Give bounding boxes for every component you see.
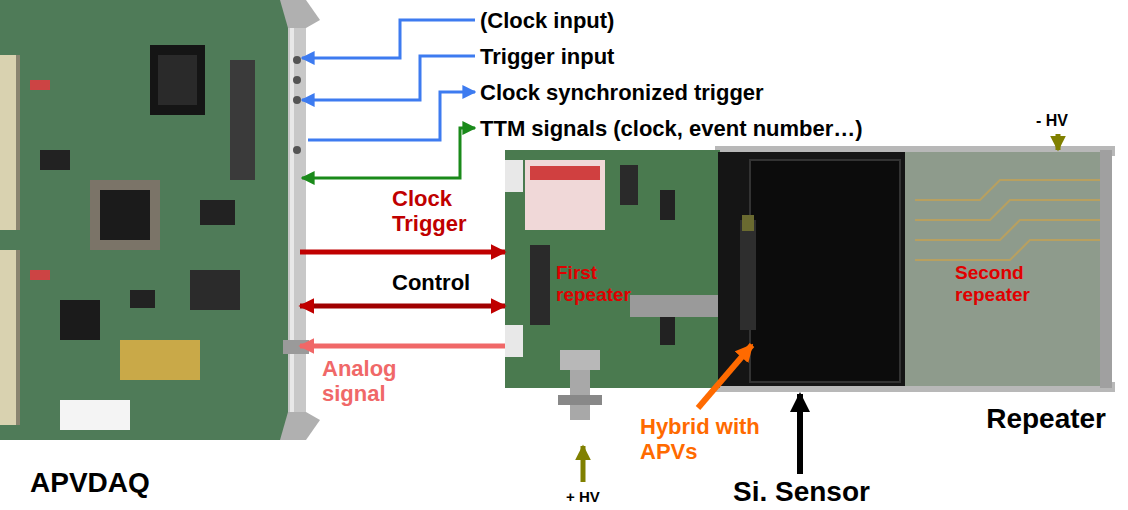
daq-board-node: APVDAQ <box>0 0 300 510</box>
part-name: Si. Sensor <box>733 476 870 508</box>
hybrid-leader <box>698 345 752 408</box>
signal-connector <box>300 304 505 309</box>
signal-name: TTM signals (clock, event number…) <box>480 116 863 141</box>
minus-hv-arrow <box>1056 134 1061 150</box>
part-name: Second repeater <box>955 262 1055 306</box>
signal-connector <box>300 344 505 349</box>
signal-name: Clock synchronized trigger <box>480 80 764 105</box>
sensor-leader <box>797 394 803 474</box>
ttm-arrow <box>302 128 475 178</box>
signal-label: Clock Trigger <box>392 186 497 237</box>
clock-input-arrow <box>302 20 475 58</box>
signal-label: Analog signal <box>322 356 412 407</box>
sync-trigger-arrow <box>308 92 475 140</box>
plus-hv-arrow <box>581 446 586 482</box>
part-name: First repeater <box>556 262 656 306</box>
part-name: Hybrid with APVs <box>640 414 765 465</box>
repeater-assembly <box>505 146 1115 420</box>
signal-name: Trigger input <box>480 44 614 69</box>
board-title: APVDAQ <box>18 462 162 504</box>
voltage-label: + HV <box>566 488 600 505</box>
board-title: Repeater <box>974 398 1118 440</box>
signal-name: (Clock input) <box>480 8 614 33</box>
signal-label: Control <box>392 270 497 295</box>
signal-connector <box>300 250 505 255</box>
voltage-label: - HV <box>1036 112 1068 130</box>
apvdaq-board <box>0 0 320 440</box>
